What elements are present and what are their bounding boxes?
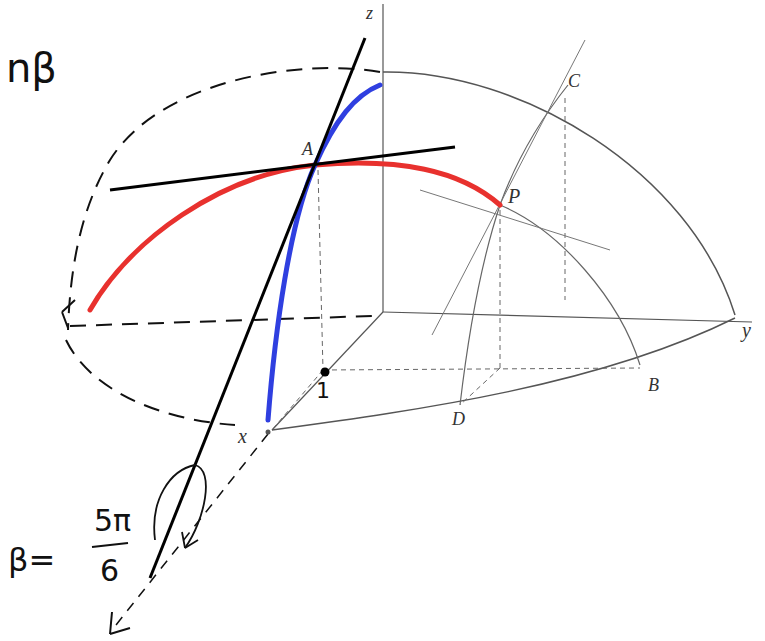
- point-label: D: [452, 410, 465, 428]
- axis-label: x: [238, 426, 247, 446]
- angle-fraction-numerator: 5π: [94, 506, 131, 536]
- point-label: B: [648, 376, 659, 394]
- point-label: A: [302, 140, 313, 158]
- angle-label: β=: [8, 544, 55, 576]
- point-label: C: [568, 72, 580, 90]
- angle-fraction-denominator: 6: [100, 556, 119, 586]
- axis-label: z: [366, 4, 373, 22]
- axis-label: y: [742, 320, 751, 340]
- point-label: P: [508, 186, 520, 206]
- point-number: 1: [316, 380, 330, 402]
- handwritten-note: nβ: [6, 48, 57, 88]
